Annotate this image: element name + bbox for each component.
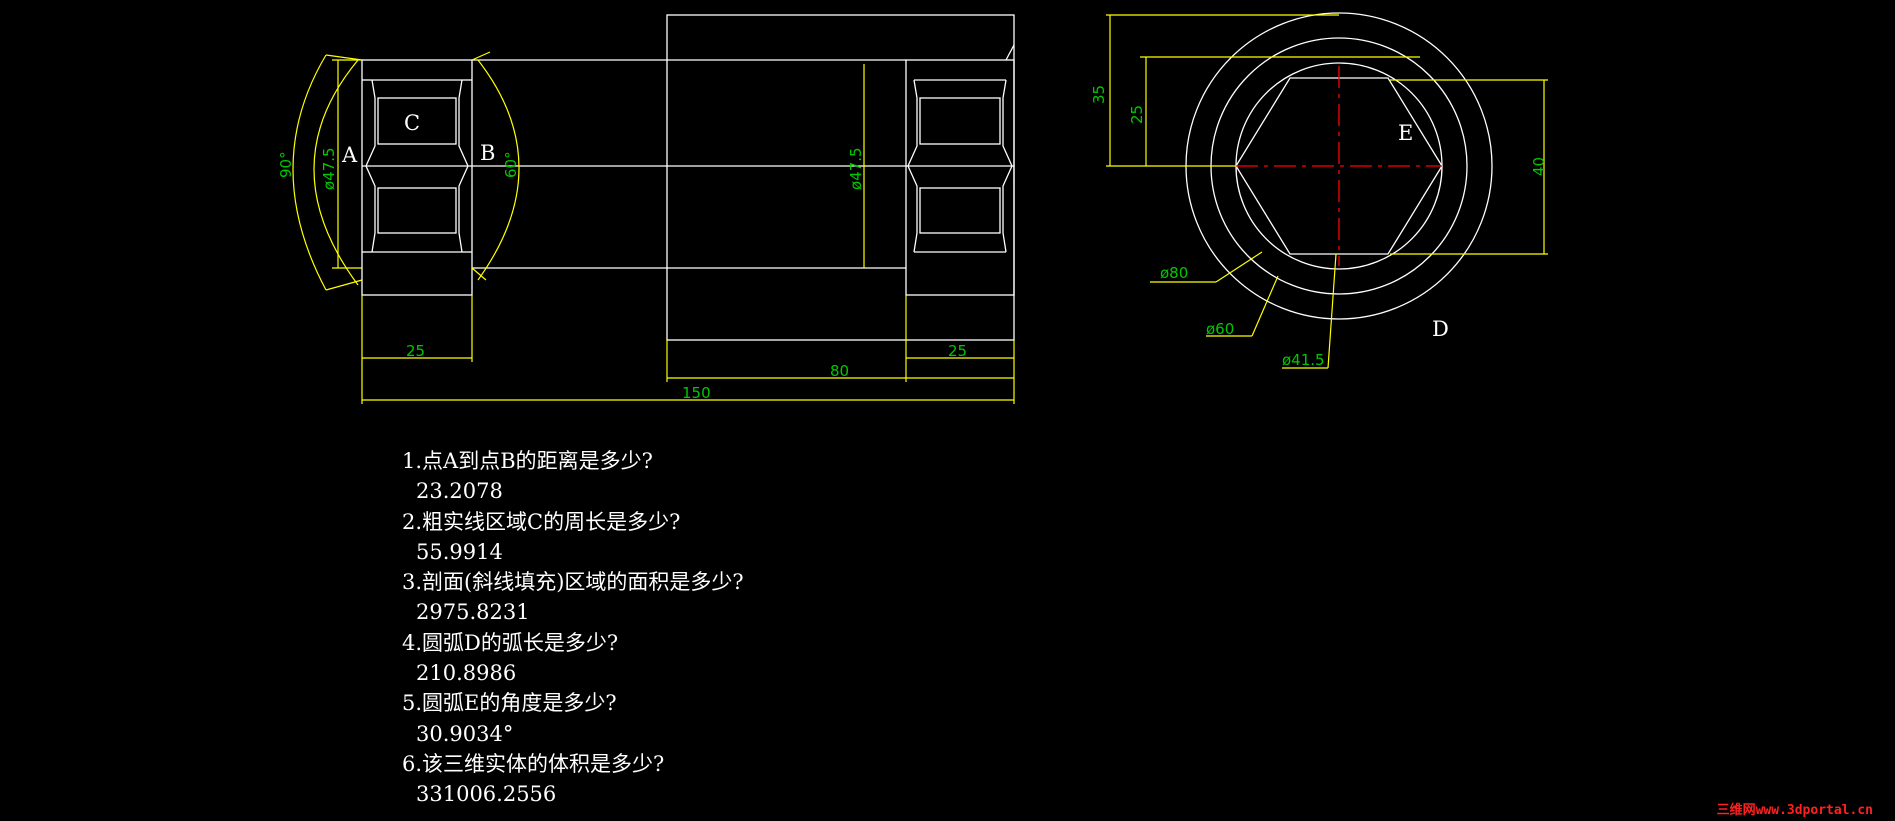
question-2: 2.粗实线区域C的周长是多少? xyxy=(402,509,681,534)
front-view: A B C ø47.5 ø47.5 90° 60° 25 25 80 150 xyxy=(277,14,1015,404)
label-e: E xyxy=(1398,121,1413,145)
dim-35: 35 xyxy=(1090,85,1108,104)
label-c: C xyxy=(404,111,420,135)
question-3: 3.剖面(斜线填充)区域的面积是多少? xyxy=(402,570,744,595)
answer-1: 23.2078 xyxy=(416,479,503,504)
answer-5: 30.9034° xyxy=(416,721,514,746)
dim-25-right: 25 xyxy=(948,342,967,360)
dim-40: 40 xyxy=(1530,157,1548,176)
question-5: 5.圆弧E的角度是多少? xyxy=(402,691,617,716)
region-c xyxy=(377,97,457,145)
dim-dia-left: ø47.5 xyxy=(320,147,338,190)
region-c-upper xyxy=(365,79,376,253)
answer-3: 2975.8231 xyxy=(416,600,530,625)
dim-25-side: 25 xyxy=(1128,105,1146,124)
dim-dia-80: ø80 xyxy=(1160,264,1188,282)
dim-angle-90: 90° xyxy=(277,151,295,178)
question-4: 4.圆弧D的弧长是多少? xyxy=(402,630,619,655)
dim-dia-41-5: ø41.5 xyxy=(1282,351,1325,369)
label-a: A xyxy=(341,143,358,167)
side-view: 35 25 40 ø80 ø60 ø41.5 D E xyxy=(1090,12,1548,369)
dim-80: 80 xyxy=(830,362,849,380)
label-d: D xyxy=(1432,317,1449,341)
dim-angle-60: 60° xyxy=(502,151,520,178)
question-6: 6.该三维实体的体积是多少? xyxy=(402,751,665,776)
watermark: 三维网www.3dportal.cn xyxy=(1716,803,1873,818)
dim-dia-center: ø47.5 xyxy=(847,147,865,190)
answer-2: 55.9914 xyxy=(416,539,503,564)
question-1: 1.点A到点B的距离是多少? xyxy=(402,449,653,473)
label-b: B xyxy=(480,141,495,165)
question-list: 1.点A到点B的距离是多少? 23.2078 2.粗实线区域C的周长是多少? 5… xyxy=(402,446,744,810)
dim-25-left: 25 xyxy=(406,342,425,360)
dim-150: 150 xyxy=(682,384,711,402)
dim-dia-60: ø60 xyxy=(1206,320,1234,338)
answer-6: 331006.2556 xyxy=(416,782,557,807)
answer-4: 210.8986 xyxy=(416,661,517,686)
